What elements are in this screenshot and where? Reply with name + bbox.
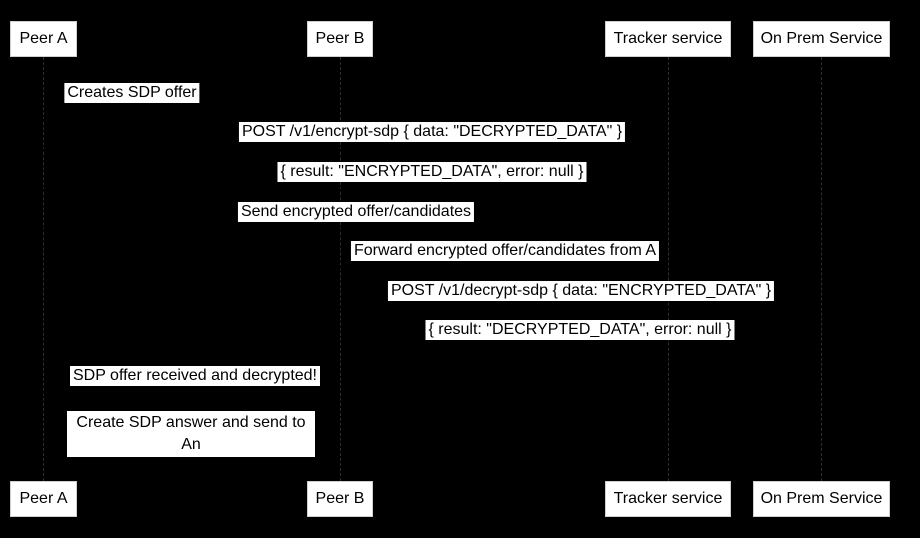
lifeline-tracker-service (668, 57, 669, 481)
arrow-post-encrypt-sdp (43, 149, 821, 150)
msg-forward-encrypted-offer: Forward encrypted offer/candidates from … (350, 241, 660, 261)
arrow-decrypt-result (340, 347, 821, 348)
arrow-send-encrypted-offer (43, 229, 668, 230)
actor-label: On Prem Service (760, 30, 883, 47)
actor-label: Tracker service (613, 490, 723, 507)
lifeline-peer-a (43, 57, 44, 481)
msg-send-encrypted-offer: Send encrypted offer/candidates (237, 202, 475, 222)
note-line-2: using the same mechanism (93, 458, 289, 475)
arrow-sdp-offer-received (43, 393, 340, 394)
actor-top-tracker-service: Tracker service (605, 21, 731, 57)
actor-bottom-peer-b: Peer B (307, 481, 373, 517)
actor-top-peer-b: Peer B (307, 21, 373, 57)
msg-encrypt-result: { result: "ENCRYPTED_DATA", error: null … (277, 162, 587, 182)
msg-creates-sdp-offer: Creates SDP offer (64, 83, 200, 103)
note-line-1: Create SDP answer and send to An (76, 414, 306, 453)
actor-label: Tracker service (613, 30, 723, 47)
actor-bottom-on-prem-service: On Prem Service (753, 481, 890, 517)
actor-top-peer-a: Peer A (10, 21, 77, 57)
arrow-forward-encrypted-offer (340, 268, 668, 269)
msg-sdp-offer-received: SDP offer received and decrypted! (70, 366, 320, 386)
msg-decrypt-result: { result: "DECRYPTED_DATA", error: null … (425, 320, 735, 340)
arrow-encrypt-result (43, 189, 821, 190)
actor-label: Peer A (19, 30, 68, 47)
actor-label: Peer B (315, 30, 365, 47)
actor-top-on-prem-service: On Prem Service (753, 21, 890, 57)
msg-post-encrypt-sdp: POST /v1/encrypt-sdp { data: "DECRYPTED_… (238, 122, 626, 142)
actor-bottom-peer-a: Peer A (10, 481, 77, 517)
msg-post-decrypt-sdp: POST /v1/decrypt-sdp { data: "ENCRYPTED_… (387, 281, 775, 301)
arrow-post-decrypt-sdp (340, 308, 821, 309)
actor-label: Peer A (19, 490, 68, 507)
lifeline-peer-b (340, 57, 341, 481)
note-create-sdp-answer: Create SDP answer and send to An using t… (67, 411, 315, 475)
actor-label: Peer B (315, 490, 365, 507)
lifeline-on-prem-service (821, 57, 822, 481)
arrow-creates-sdp-offer (43, 106, 64, 120)
actor-bottom-tracker-service: Tracker service (605, 481, 731, 517)
actor-label: On Prem Service (760, 490, 883, 507)
